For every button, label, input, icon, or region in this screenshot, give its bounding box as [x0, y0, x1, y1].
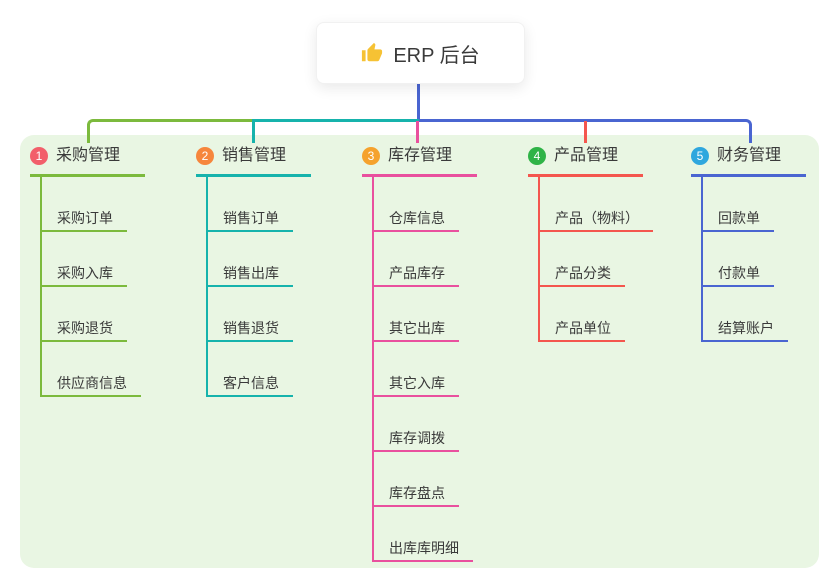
branch-column-4: 4 产品管理产品（物料）产品分类产品单位: [528, 144, 653, 342]
mindmap-node[interactable]: 采购入库: [42, 232, 127, 287]
mindmap-node[interactable]: 采购订单: [42, 177, 127, 232]
branch-column-5: 5 财务管理回款单付款单结算账户: [691, 144, 806, 342]
root-node[interactable]: ERP 后台: [316, 22, 525, 84]
branch-label: 采购管理: [56, 147, 121, 164]
mindmap-node[interactable]: 产品（物料）: [540, 177, 653, 232]
mindmap-panel: [20, 135, 819, 568]
mindmap-node[interactable]: 产品单位: [540, 287, 625, 342]
mindmap-node[interactable]: 销售退货: [208, 287, 293, 342]
mindmap-node[interactable]: 库存调拨: [374, 397, 459, 452]
branch-column-2: 2 销售管理销售订单销售出库销售退货客户信息: [196, 144, 311, 397]
branch-connector-4-drop: [584, 121, 587, 143]
mindmap-node[interactable]: 采购退货: [42, 287, 127, 342]
mindmap-node[interactable]: 结算账户: [703, 287, 788, 342]
mindmap-node[interactable]: 产品分类: [540, 232, 625, 287]
thumbs-up-icon: [361, 42, 383, 64]
mindmap-node[interactable]: 其它出库: [374, 287, 459, 342]
branch-column-3: 3 库存管理仓库信息产品库存其它出库其它入库库存调拨库存盘点出库库明细: [362, 144, 477, 562]
branch-header-5[interactable]: 5 财务管理: [691, 144, 806, 177]
mindmap-node[interactable]: 产品库存: [374, 232, 459, 287]
branch-number-badge: 2: [196, 147, 214, 165]
branch-number-badge: 4: [528, 147, 546, 165]
branch-header-2[interactable]: 2 销售管理: [196, 144, 311, 177]
branch-label: 库存管理: [388, 147, 453, 164]
branch-label: 财务管理: [717, 147, 782, 164]
branch-number-badge: 3: [362, 147, 380, 165]
mindmap-node[interactable]: 销售订单: [208, 177, 293, 232]
branch-connector-2-drop: [252, 119, 255, 143]
mindmap-node[interactable]: 其它入库: [374, 342, 459, 397]
branch-children: 销售订单销售出库销售退货客户信息: [206, 177, 311, 397]
branch-children: 仓库信息产品库存其它出库其它入库库存调拨库存盘点出库库明细: [372, 177, 477, 562]
branch-children: 采购订单采购入库采购退货供应商信息: [40, 177, 145, 397]
mindmap-node[interactable]: 回款单: [703, 177, 774, 232]
branch-children: 回款单付款单结算账户: [701, 177, 806, 342]
branch-label: 销售管理: [222, 147, 287, 164]
root-connector-line: [417, 82, 420, 122]
branch-header-4[interactable]: 4 产品管理: [528, 144, 643, 177]
mindmap-node[interactable]: 付款单: [703, 232, 774, 287]
branch-number-badge: 1: [30, 147, 48, 165]
branch-connector-5: [419, 119, 752, 143]
mindmap-node[interactable]: 库存盘点: [374, 452, 459, 507]
branch-header-3[interactable]: 3 库存管理: [362, 144, 477, 177]
mindmap-node[interactable]: 销售出库: [208, 232, 293, 287]
mindmap-node[interactable]: 供应商信息: [42, 342, 141, 397]
mindmap-node[interactable]: 仓库信息: [374, 177, 459, 232]
mindmap-node[interactable]: 客户信息: [208, 342, 293, 397]
branch-connector-3-drop: [416, 121, 419, 143]
branch-header-1[interactable]: 1 采购管理: [30, 144, 145, 177]
branch-connector-2: [252, 119, 419, 122]
branch-label: 产品管理: [554, 147, 619, 164]
branch-column-1: 1 采购管理采购订单采购入库采购退货供应商信息: [30, 144, 145, 397]
mindmap-node[interactable]: 出库库明细: [374, 507, 473, 562]
branch-connector-1: [87, 119, 255, 143]
branch-children: 产品（物料）产品分类产品单位: [538, 177, 653, 342]
branch-number-badge: 5: [691, 147, 709, 165]
root-node-label: ERP 后台: [393, 44, 480, 67]
